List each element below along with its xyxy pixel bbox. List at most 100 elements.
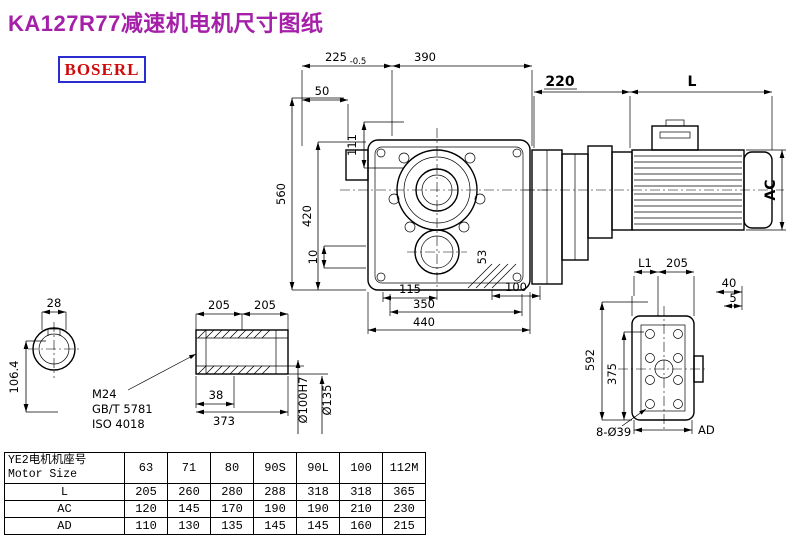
bolt-holes (376, 148, 522, 282)
page-title: KA127R77减速机电机尺寸图纸 (8, 11, 324, 36)
cell-L-63: 205 (124, 483, 168, 501)
cell-AD-63: 110 (124, 517, 168, 535)
motor-adapter (531, 145, 633, 285)
cell-AC-100: 210 (339, 500, 383, 518)
dim-225: 225 -0.5 (301, 50, 393, 146)
flange-bolt-holes (645, 329, 683, 409)
dim-label-225-tol: -0.5 (350, 57, 367, 67)
cell-AD-80: 135 (210, 517, 254, 535)
dim-440: 440 (367, 292, 531, 334)
table-corner-cell: YE2电机机座号 Motor Size (4, 452, 125, 484)
dim-label-560: 560 (274, 183, 288, 205)
table-row-AC: AC 120 145 170 190 190 210 230 (4, 500, 426, 518)
dim-220: 220 (533, 74, 631, 148)
cell-L-90L: 318 (296, 483, 340, 501)
dim-label-38: 38 (209, 388, 224, 402)
dim-label-5: 5 (729, 291, 736, 305)
dim-135: Ø135 (288, 373, 334, 434)
label-M24: M24 (92, 387, 117, 401)
dim-label-100: 100 (505, 280, 527, 294)
dim-label-592: 592 (583, 349, 597, 371)
dim-label-390: 390 (414, 50, 436, 64)
dim-label-115: 115 (399, 282, 421, 296)
dim-L1: L1 (633, 256, 659, 316)
dim-L: L (630, 74, 773, 150)
dim-38: 38 (195, 376, 235, 408)
dim-label-53: 53 (475, 250, 489, 265)
dim-AD: AD (633, 420, 715, 437)
cell-L-100: 318 (339, 483, 383, 501)
dim-350: 350 (389, 294, 523, 316)
dim-label-440: 440 (413, 315, 435, 329)
dim-label-28: 28 (47, 296, 62, 310)
cell-AD-112M: 215 (382, 517, 426, 535)
corner-hatching (467, 263, 517, 289)
dim-560: 560 (274, 97, 366, 291)
dim-label-100H7: Ø100H7 (296, 377, 310, 424)
dim-label-220: 220 (545, 74, 574, 90)
cell-AC-112M: 230 (382, 500, 426, 518)
cell-AD-90S: 145 (253, 517, 297, 535)
cell-L-90S: 288 (253, 483, 297, 501)
boserl-logo: BOSERL (58, 56, 146, 83)
cell-AD-100: 160 (339, 517, 383, 535)
col-header-100: 100 (339, 452, 383, 484)
row-label-L: L (4, 483, 125, 501)
dim-label-AD: AD (698, 423, 715, 437)
dim-label-111: 111 (345, 134, 359, 156)
dim-label-106-4: 106.4 (7, 361, 21, 394)
table-corner-line1: YE2电机机座号 (8, 454, 87, 467)
row-label-AC: AC (4, 500, 125, 518)
dim-53: 53 (475, 250, 489, 265)
cell-AC-80: 170 (210, 500, 254, 518)
dim-label-L: L (688, 74, 697, 90)
col-header-63: 63 (124, 452, 168, 484)
motor-fins (634, 155, 742, 225)
table-row-L: L 205 260 280 288 318 318 365 (4, 483, 426, 501)
col-header-80: 80 (210, 452, 254, 484)
motor-side-view (524, 119, 784, 231)
cell-AD-90L: 145 (296, 517, 340, 535)
dim-label-375: 375 (605, 363, 619, 385)
terminal-box-cap (665, 119, 685, 127)
hollow-shaft-detail (195, 329, 289, 375)
col-header-90L: 90L (296, 452, 340, 484)
dim-label-40: 40 (722, 276, 737, 290)
dim-100: 100 (491, 280, 541, 300)
dim-label-225: 225 (325, 50, 347, 64)
dim-373: 373 (196, 376, 289, 428)
cell-AC-63: 120 (124, 500, 168, 518)
dim-205a: 205 (195, 298, 243, 330)
dim-label-420: 420 (300, 205, 314, 227)
dim-label-205b: 205 (254, 298, 276, 312)
boserl-logo-text: BOSERL (64, 59, 140, 79)
cell-L-112M: 365 (382, 483, 426, 501)
dim-label-350: 350 (413, 297, 435, 311)
dim-115: 115 (382, 282, 437, 302)
dim-205b: 205 (242, 298, 289, 330)
output-shaft-boss (345, 149, 369, 181)
cell-AC-90S: 190 (253, 500, 297, 518)
cell-L-80: 280 (210, 483, 254, 501)
cell-AC-90L: 190 (296, 500, 340, 518)
dim-label-10: 10 (306, 250, 320, 265)
dim-label-L1: L1 (638, 256, 652, 270)
dim-375: 375 (605, 331, 644, 420)
dim-5: 5 (724, 291, 742, 309)
shaft-hatching (197, 329, 271, 375)
dim-10: 10 (306, 245, 366, 269)
col-header-112M: 112M (382, 452, 426, 484)
dim-100H7: Ø100H7 (288, 360, 310, 434)
motor-size-table: YE2电机机座号 Motor Size 63 71 80 90S 90L 100… (4, 452, 426, 535)
table-header-row: YE2电机机座号 Motor Size 63 71 80 90S 90L 100… (4, 452, 426, 484)
cell-AD-71: 130 (167, 517, 211, 535)
dim-111: 111 (345, 121, 404, 169)
dim-label-50: 50 (315, 84, 330, 98)
dim-label-205a: 205 (208, 298, 230, 312)
table-corner-line2: Motor Size (8, 468, 78, 481)
dim-label-AC: AC (763, 179, 779, 200)
label-GBT5781: GB/T 5781 (92, 402, 153, 416)
gearbox-front-view (340, 128, 548, 302)
dim-AC: AC (746, 149, 786, 231)
output-flange-view (618, 296, 708, 430)
